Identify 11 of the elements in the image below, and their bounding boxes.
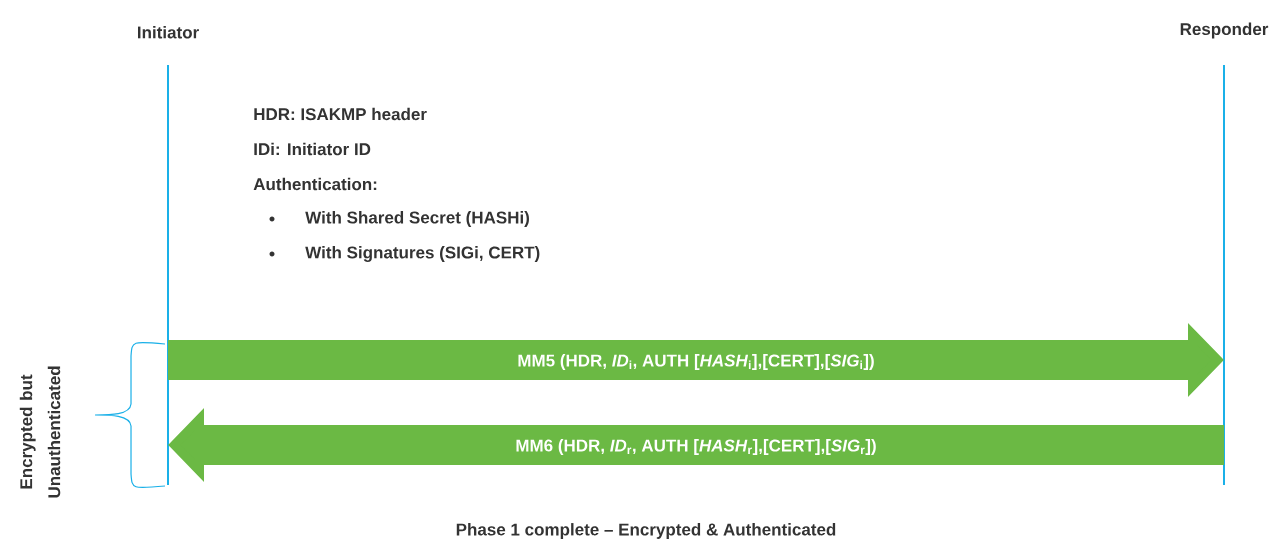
lifeline: Initiator xyxy=(138,26,199,486)
edge-label: MM5 (HDR, ID$_{i}$, AUTH [HASH$_{i}$],[CERT],[SIG$_{i}$]) xyxy=(518,354,874,370)
note-text: With Shared Secret (HASHi) xyxy=(305,211,529,227)
note-text: IDi: Initiator ID xyxy=(254,142,371,156)
note-text: Authentication: xyxy=(253,177,377,191)
edge-label: MM6 (HDR, ID$_{r}$, AUTH [HASH$_{r}$],[CERT],[SIG$_{r}$]) xyxy=(516,439,876,455)
lifeline: Responder xyxy=(1180,22,1269,486)
note-text: With Signatures (SIGi, CERT) xyxy=(305,246,540,262)
brace-label: Encrypted but Unauthenticated xyxy=(19,366,61,498)
note-text: HDR: ISAKMP header xyxy=(254,107,427,121)
caption-text: Phase 1 complete – Encrypted & Authenticated xyxy=(456,523,836,539)
